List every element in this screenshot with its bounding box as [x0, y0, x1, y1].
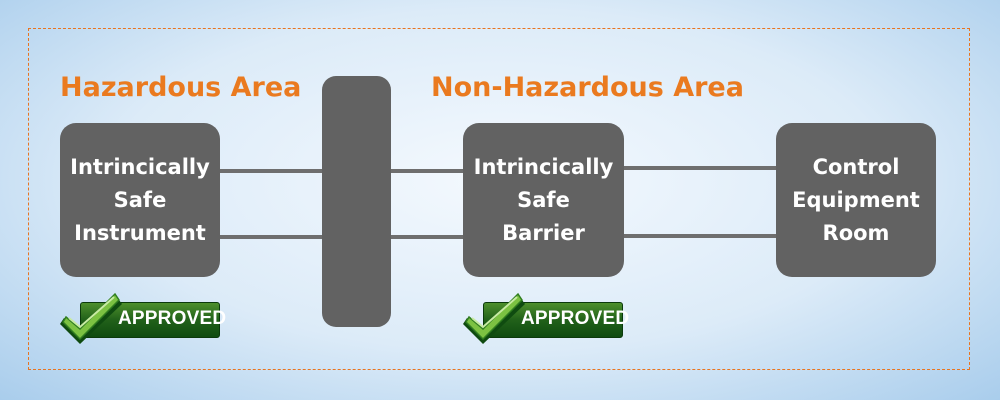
wire-instrument-lower-left [218, 235, 324, 239]
wire-barrier-lower [622, 234, 778, 238]
wire-instrument-upper-left [218, 169, 324, 173]
barrier-approved-badge: APPROVED [463, 292, 630, 344]
wire-instrument-lower-right [389, 235, 465, 239]
barrier-label-line2: Safe [517, 187, 570, 212]
intrinsically-safe-instrument-box: Intrincically Safe Instrument [60, 123, 220, 277]
instrument-approved-badge: APPROVED [60, 292, 227, 344]
instrument-approved-text: APPROVED [118, 308, 227, 329]
barrier-label-line3: Barrier [502, 220, 585, 245]
control-room-label-line2: Equipment [792, 187, 920, 212]
check-icon [463, 292, 525, 344]
control-equipment-room-box: Control Equipment Room [776, 123, 936, 277]
wire-instrument-upper-right [389, 169, 465, 173]
hazardous-area-title: Hazardous Area [60, 72, 302, 103]
barrier-approved-text: APPROVED [521, 308, 630, 329]
intrinsically-safe-barrier-box: Intrincically Safe Barrier [463, 123, 624, 277]
dashed-boundary-frame [28, 28, 970, 370]
control-room-label-line1: Control [812, 154, 900, 179]
check-icon [60, 292, 122, 344]
area-divider-wall [322, 76, 391, 327]
instrument-label-line2: Safe [113, 187, 167, 212]
control-room-label-line3: Room [822, 220, 890, 245]
instrument-label-line3: Instrument [74, 220, 206, 245]
instrument-label-line1: Intrincically [70, 154, 210, 179]
barrier-label-line1: Intrincically [473, 154, 614, 179]
wire-barrier-upper [622, 166, 778, 170]
non-hazardous-area-title: Non-Hazardous Area [431, 72, 744, 103]
